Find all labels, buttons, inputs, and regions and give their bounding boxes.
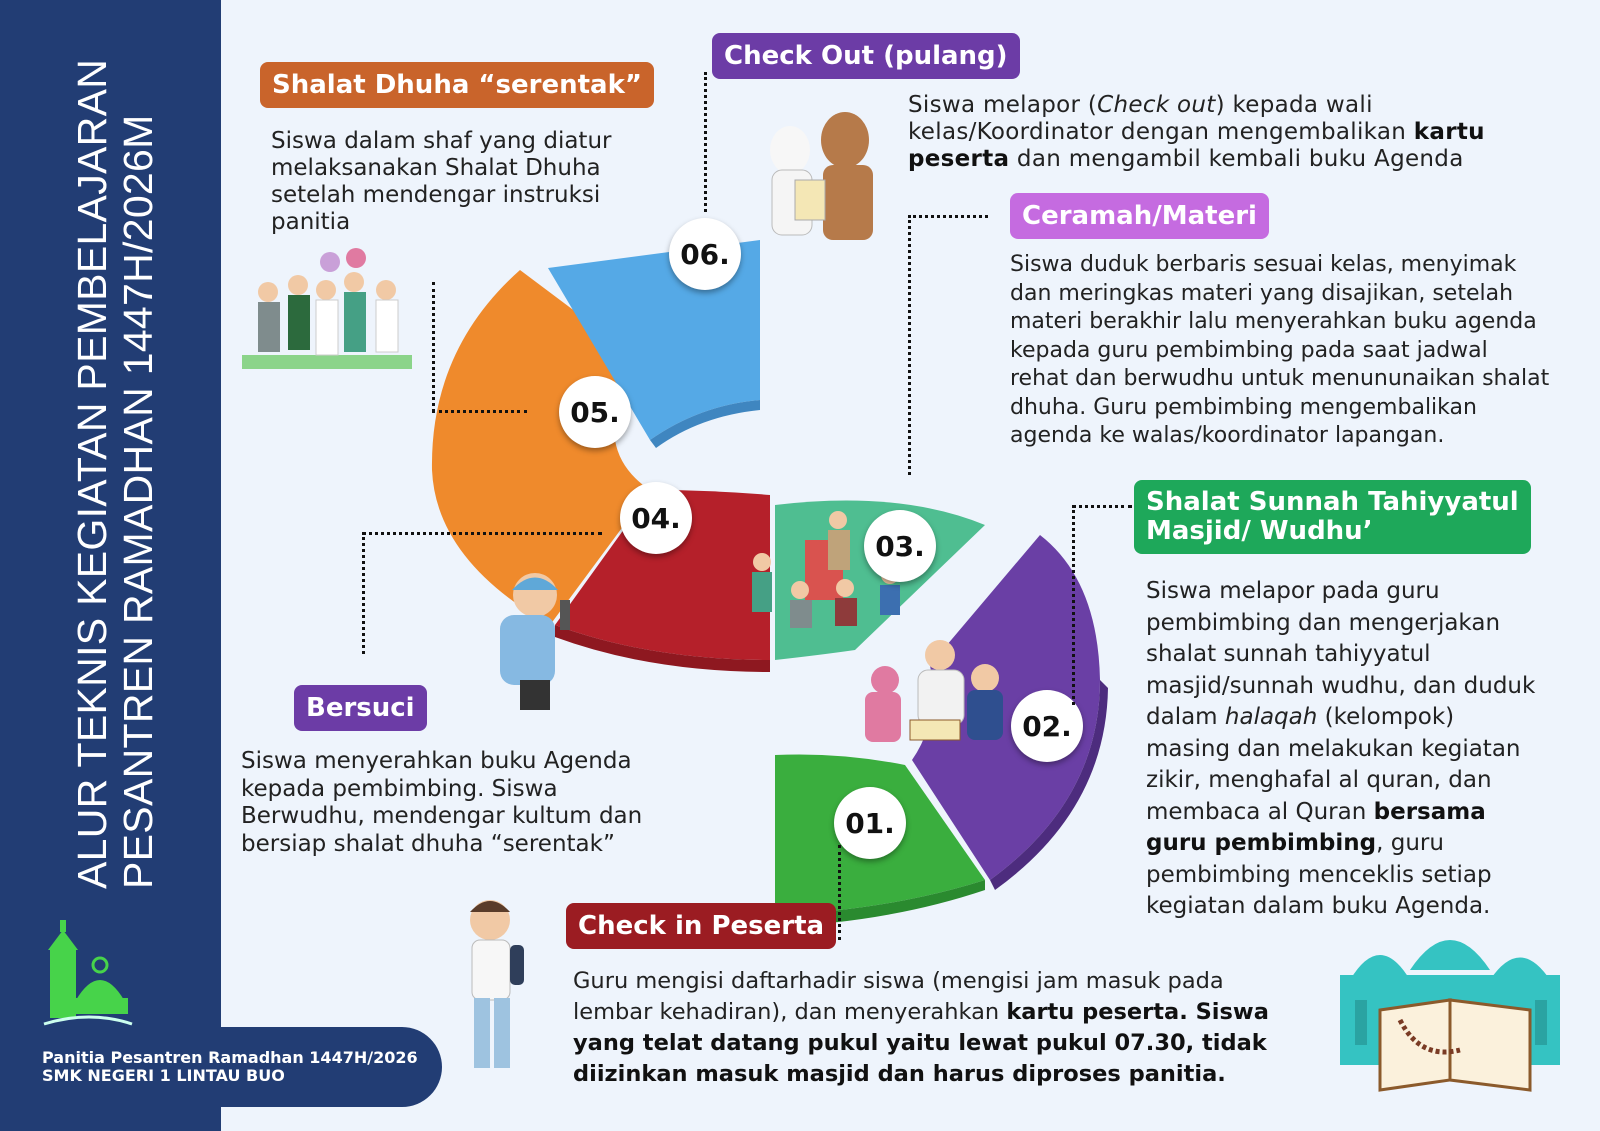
tag-check-out: Check Out (pulang): [712, 33, 1020, 79]
text-check-in: Guru mengisi daftarhadir siswa (mengisi …: [573, 966, 1269, 1090]
span: lembar kehadiran), dan menyerahkan: [573, 999, 1007, 1025]
connector-03: [908, 215, 911, 475]
span: guru pembimbing: [1146, 830, 1377, 856]
wudhu-illustration: [500, 573, 570, 710]
line: pembimbing menceklis setiap: [1146, 861, 1492, 888]
span: kelas/Koordinator dengan mengembalikan: [908, 119, 1414, 145]
line: Siswa melapor pada guru: [1146, 578, 1440, 604]
connector-03-h: [908, 215, 988, 218]
line: masjid/sunnah wudhu, dan duduk: [1146, 672, 1536, 699]
span: halaqah: [1224, 704, 1318, 730]
line: masing dan melakukan kegiatan: [1146, 735, 1521, 762]
text-check-out: Siswa melapor (Check out) kepada wali ke…: [908, 92, 1485, 173]
line: kepada pembimbing. Siswa: [241, 775, 558, 802]
span: Siswa melapor (: [908, 92, 1098, 118]
line: Siswa melapor (Check out) kepada wali: [908, 92, 1485, 119]
span: dan mengambil kembali buku Agenda: [1009, 146, 1464, 172]
span: diizinkan masuk masjid dan harus diprose…: [573, 1061, 1226, 1087]
span: membaca al Quran: [1146, 798, 1374, 825]
tag-bersuci: Bersuci: [294, 685, 427, 731]
line: membaca al Quran bersama: [1146, 797, 1535, 829]
segment-05: [431, 270, 650, 625]
step-number-02: 02.: [1011, 690, 1083, 762]
text-shalat-sunnah: Siswa melapor pada guru pembimbing dan m…: [1146, 576, 1535, 923]
span: . Siswa: [1179, 999, 1269, 1025]
line: pembimbing dan mengerjakan: [1146, 609, 1501, 636]
connector-02-h: [1072, 505, 1132, 508]
segment-06: [548, 240, 760, 440]
line: shalat sunnah tahiyyatul: [1146, 641, 1431, 667]
tag-check-in: Check in Peserta: [566, 903, 837, 949]
segment-02: [912, 535, 1100, 880]
line: Siswa dalam shaf yang diatur: [271, 128, 612, 154]
process-ring: [431, 240, 1108, 927]
student-backpack-illustration: [470, 900, 524, 1068]
text-ceramah: Siswa duduk berbaris sesuai kelas, menyi…: [1010, 251, 1549, 451]
halaqah-illustration: [865, 640, 1003, 742]
span: kartu: [1413, 119, 1485, 145]
line: yang telat datang pukul yaitu lewat puku…: [573, 1028, 1269, 1059]
line: zikir, menghafal al quran, dan: [1146, 767, 1492, 793]
footer-line1: Panitia Pesantren Ramadhan 1447H/2026: [42, 1048, 418, 1067]
tag-shalat-dhuha: Shalat Dhuha “serentak”: [260, 62, 654, 108]
line: dan meringkas materi yang disajikan, set…: [1010, 280, 1514, 306]
line: Siswa menyerahkan buku Agenda: [241, 748, 632, 774]
line: peserta dan mengambil kembali buku Agend…: [908, 146, 1485, 173]
step-number-04: 04.: [620, 482, 692, 554]
line: Guru mengisi daftarhadir siswa (mengisi …: [573, 968, 1224, 994]
mosque-logo-icon: [43, 920, 133, 1026]
line: Masjid/ Wudhu’: [1146, 516, 1373, 546]
quran-mosque-illustration: [1340, 940, 1560, 1092]
line: dhuha. Guru pembimbing mengembalikan: [1010, 394, 1477, 420]
connector-05: [432, 282, 435, 412]
span: yang telat datang pukul yaitu lewat puku…: [573, 1030, 1267, 1056]
praying-group-illustration: [242, 248, 412, 369]
line: kelas/Koordinator dengan mengembalikan k…: [908, 119, 1485, 146]
span: dalam: [1146, 704, 1225, 730]
line: materi berakhir lalu menyerahkan buku ag…: [1010, 309, 1537, 334]
span: peserta: [908, 146, 1010, 172]
line: Berwudhu, mendengar kultum dan: [241, 803, 643, 829]
line: lembar kehadiran), dan menyerahkan kartu…: [573, 997, 1269, 1028]
connector-06: [704, 72, 707, 212]
text-bersuci: Siswa menyerahkan buku Agenda kepada pem…: [241, 748, 642, 858]
footer-organizer: Panitia Pesantren Ramadhan 1447H/2026 SM…: [0, 1027, 442, 1107]
text-shalat-dhuha: Siswa dalam shaf yang diatur melaksanaka…: [271, 128, 611, 236]
students-illustration: [770, 112, 873, 240]
line: Siswa duduk berbaris sesuai kelas, menyi…: [1010, 252, 1517, 277]
line: guru pembimbing, guru: [1146, 828, 1535, 860]
span: (kelompok): [1317, 704, 1455, 730]
step-number-05: 05.: [559, 376, 631, 448]
footer-line2: SMK NEGERI 1 LINTAU BUO: [42, 1066, 285, 1085]
line: dalam halaqah (kelompok): [1146, 702, 1535, 734]
line: diizinkan masuk masjid dan harus diprose…: [573, 1059, 1269, 1090]
line: bersiap shalat dhuha “serentak”: [241, 830, 615, 857]
span: , guru: [1376, 830, 1444, 856]
span: bersama: [1373, 798, 1486, 825]
connector-04-h: [362, 532, 602, 535]
segment-04: [555, 490, 770, 660]
span: Check out: [1097, 92, 1216, 118]
line: rehat dan berwudhu untuk menununaikan sh…: [1010, 366, 1550, 391]
line: Shalat Sunnah Tahiyyatul: [1146, 487, 1519, 517]
step-number-01: 01.: [834, 787, 906, 859]
connector-04: [362, 532, 365, 654]
span: kartu peserta: [1006, 999, 1180, 1025]
tag-ceramah: Ceramah/Materi: [1010, 193, 1269, 239]
sidebar: [0, 0, 221, 1131]
span: ) kepada wali: [1215, 92, 1373, 118]
line: kepada guru pembimbing pada saat jadwal: [1010, 337, 1488, 363]
step-number-06: 06.: [669, 218, 741, 290]
line: panitia: [271, 209, 351, 235]
connector-05-h: [432, 410, 527, 413]
line: melaksanakan Shalat Dhuha: [271, 155, 601, 181]
line: kegiatan dalam buku Agenda.: [1146, 893, 1491, 919]
line: setelah mendengar instruksi: [271, 182, 601, 208]
connector-02: [1072, 505, 1075, 705]
step-number-03: 03.: [864, 510, 936, 582]
tag-shalat-sunnah: Shalat Sunnah Tahiyyatul Masjid/ Wudhu’: [1134, 480, 1531, 554]
line: agenda ke walas/koordinator lapangan.: [1010, 423, 1445, 448]
connector-01: [838, 845, 841, 940]
